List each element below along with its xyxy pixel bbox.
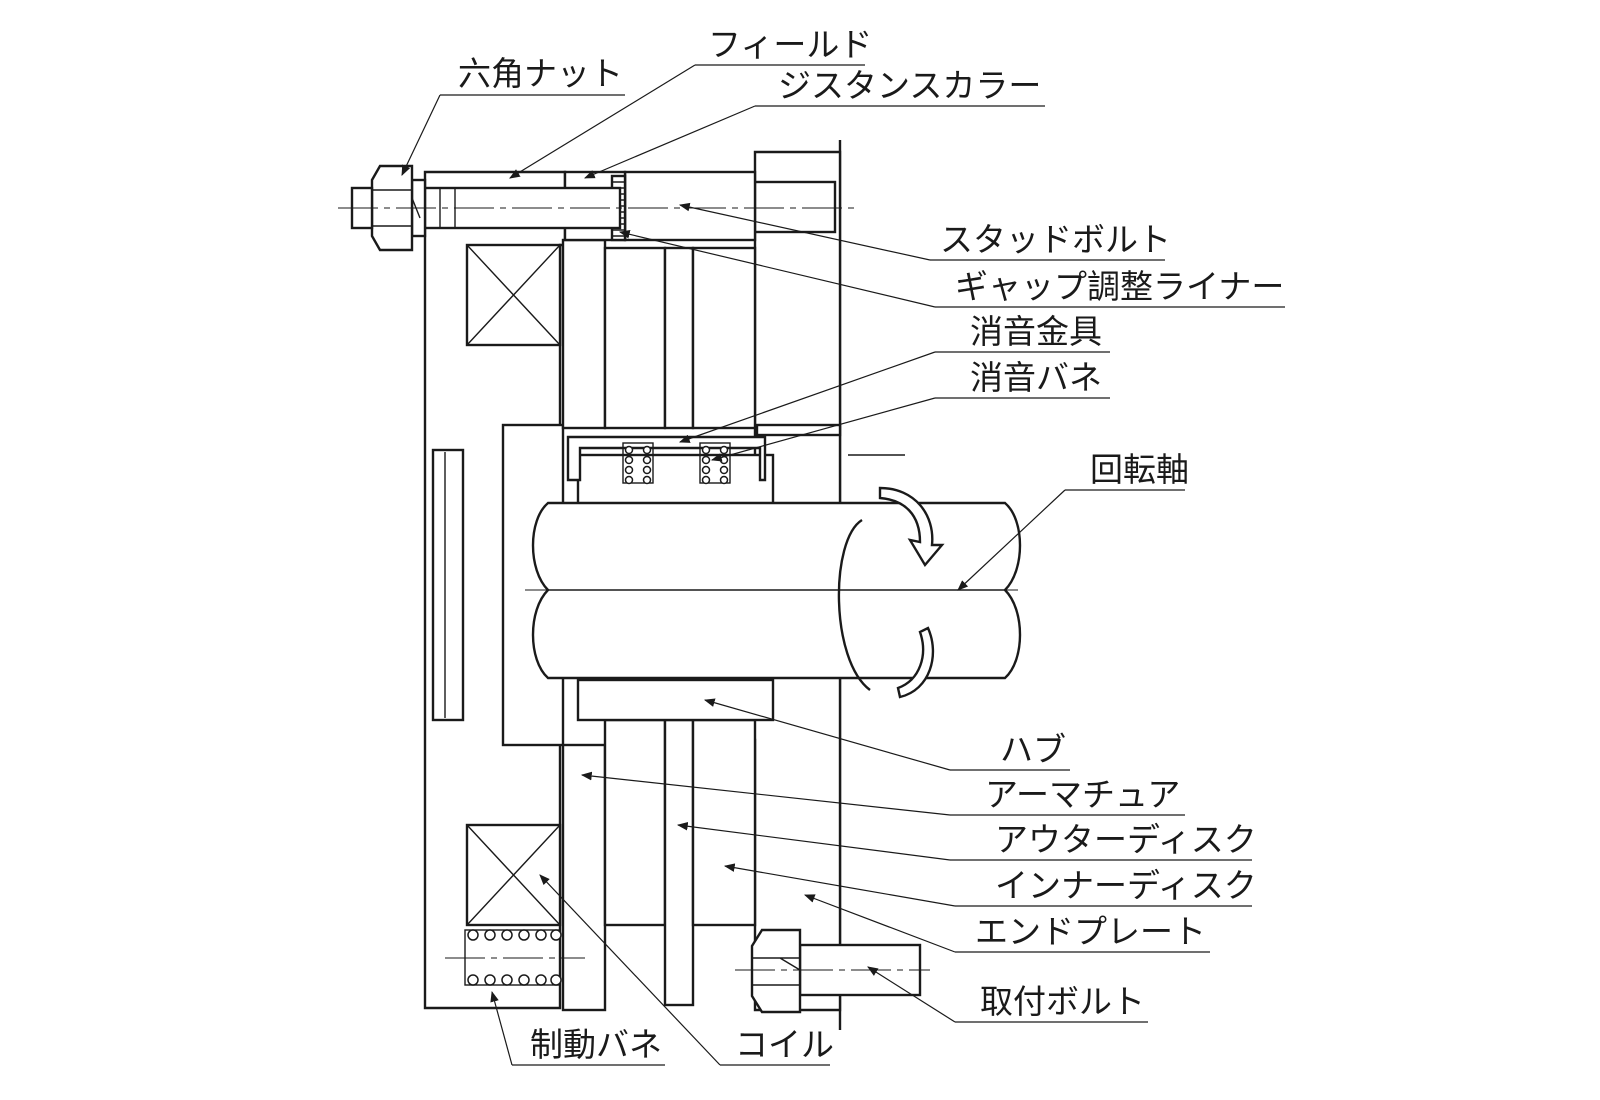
labels: 六角ナット フィールド ジスタンスカラー スタッドボルト ギャップ調整ライナー … <box>458 25 1284 1064</box>
label-outer-disc: アウターディスク <box>995 820 1257 859</box>
armature-lower <box>561 743 607 1012</box>
distance-collar <box>623 170 757 242</box>
label-shaft: 回転軸 <box>1090 450 1189 489</box>
coil-lower-cross <box>466 824 561 926</box>
rotation-arrow-head-bottom <box>896 626 935 699</box>
armature-upper <box>561 238 607 430</box>
hex-nut-facets <box>372 189 412 227</box>
inner-disc-upper <box>663 246 695 430</box>
label-distance-collar: ジスタンスカラー <box>778 66 1041 105</box>
end-plate-bolt-boss <box>753 180 837 234</box>
label-end-plate: エンドプレート <box>975 912 1206 951</box>
inner-disc-lower <box>663 718 695 1007</box>
label-hub: ハブ <box>1000 730 1066 769</box>
drawing <box>338 140 1022 1030</box>
label-armature: アーマチュア <box>985 775 1180 814</box>
label-hex-nut: 六角ナット <box>458 54 623 93</box>
label-inner-disc: インナーディスク <box>995 866 1257 905</box>
coil-upper-cross <box>466 244 561 346</box>
outer-disc-2-lower <box>691 718 757 927</box>
label-stud-bolt: スタッドボルト <box>940 220 1171 259</box>
hex-nut <box>370 164 414 252</box>
label-silencer-spring: 消音バネ <box>970 358 1102 397</box>
label-coil: コイル <box>735 1025 834 1064</box>
outer-disc-upper <box>603 246 667 430</box>
outer-disc-2-upper <box>691 246 757 430</box>
label-field: フィールド <box>708 25 872 64</box>
brake-spring <box>464 929 562 986</box>
silencer-bracket <box>566 435 767 482</box>
rotation-arrow-body <box>837 518 871 691</box>
end-plate-step <box>755 423 842 437</box>
hub-lower <box>576 678 775 722</box>
label-brake-spring: 制動バネ <box>530 1025 662 1064</box>
outer-disc-lower <box>603 718 667 927</box>
rotation-arrow-head-top <box>878 486 945 568</box>
label-silencer-bracket: 消音金具 <box>970 312 1102 351</box>
label-mounting-bolt: 取付ボルト <box>980 982 1145 1021</box>
leaders <box>401 64 1285 1066</box>
hub-upper <box>576 453 775 507</box>
field-end-cap <box>431 448 465 722</box>
silencer-spring-left <box>622 442 654 485</box>
label-gap-liner: ギャップ調整ライナー <box>955 267 1284 306</box>
